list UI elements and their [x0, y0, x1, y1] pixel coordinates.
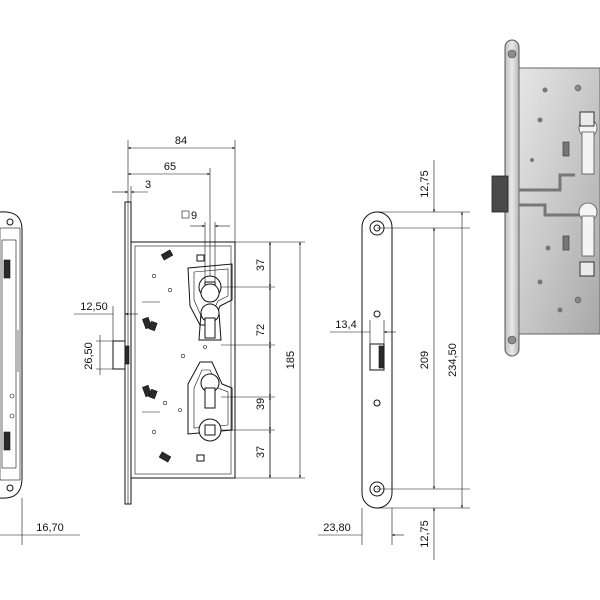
dim-209-label: 209: [419, 351, 431, 369]
dim-width-65-label: 65: [164, 161, 176, 173]
dim-side-width: 16,70: [0, 498, 80, 545]
dim-square-9-label: 9: [191, 210, 197, 222]
dim-37-bottom-label: 37: [255, 446, 267, 458]
dim-side-width-label: 16,70: [36, 522, 64, 534]
dim-23-80-label: 23,80: [323, 522, 351, 534]
dim-latch-12-50-label: 12,50: [80, 301, 108, 313]
lock-product-render: [491, 39, 600, 357]
dim-39-label: 39: [255, 398, 267, 410]
front-view: [112, 201, 236, 505]
dim-width-84: 84: [127, 135, 236, 242]
side-view: [0, 211, 23, 499]
dim-185-label: 185: [285, 351, 297, 369]
dim-234-50-label: 234,50: [447, 343, 459, 377]
dim-vertical-chain: 37 72 39 37 185: [221, 241, 305, 479]
dim-width-84-label: 84: [175, 135, 187, 147]
dim-square-9: 9: [181, 210, 230, 282]
dim-72-label: 72: [255, 324, 267, 336]
dim-latch-26-50: 26,50: [83, 335, 113, 375]
dim-offset-3: 3: [112, 179, 151, 242]
dim-width-65: 65: [127, 161, 211, 276]
dim-37-top-label: 37: [255, 259, 267, 271]
faceplate-view: [361, 211, 393, 509]
dim-latch-26-50-label: 26,50: [83, 342, 95, 370]
dim-offset-3-label: 3: [145, 179, 151, 191]
dim-latch-12-50: 12,50: [74, 301, 138, 341]
dim-12-75-bottom-label: 12,75: [419, 520, 431, 548]
dim-12-75-top-label: 12,75: [419, 170, 431, 198]
dim-13-4-label: 13,4: [335, 319, 356, 331]
dim-faceplate: 12,75 209 234,50 12,75 13,4 23,80: [318, 160, 470, 560]
